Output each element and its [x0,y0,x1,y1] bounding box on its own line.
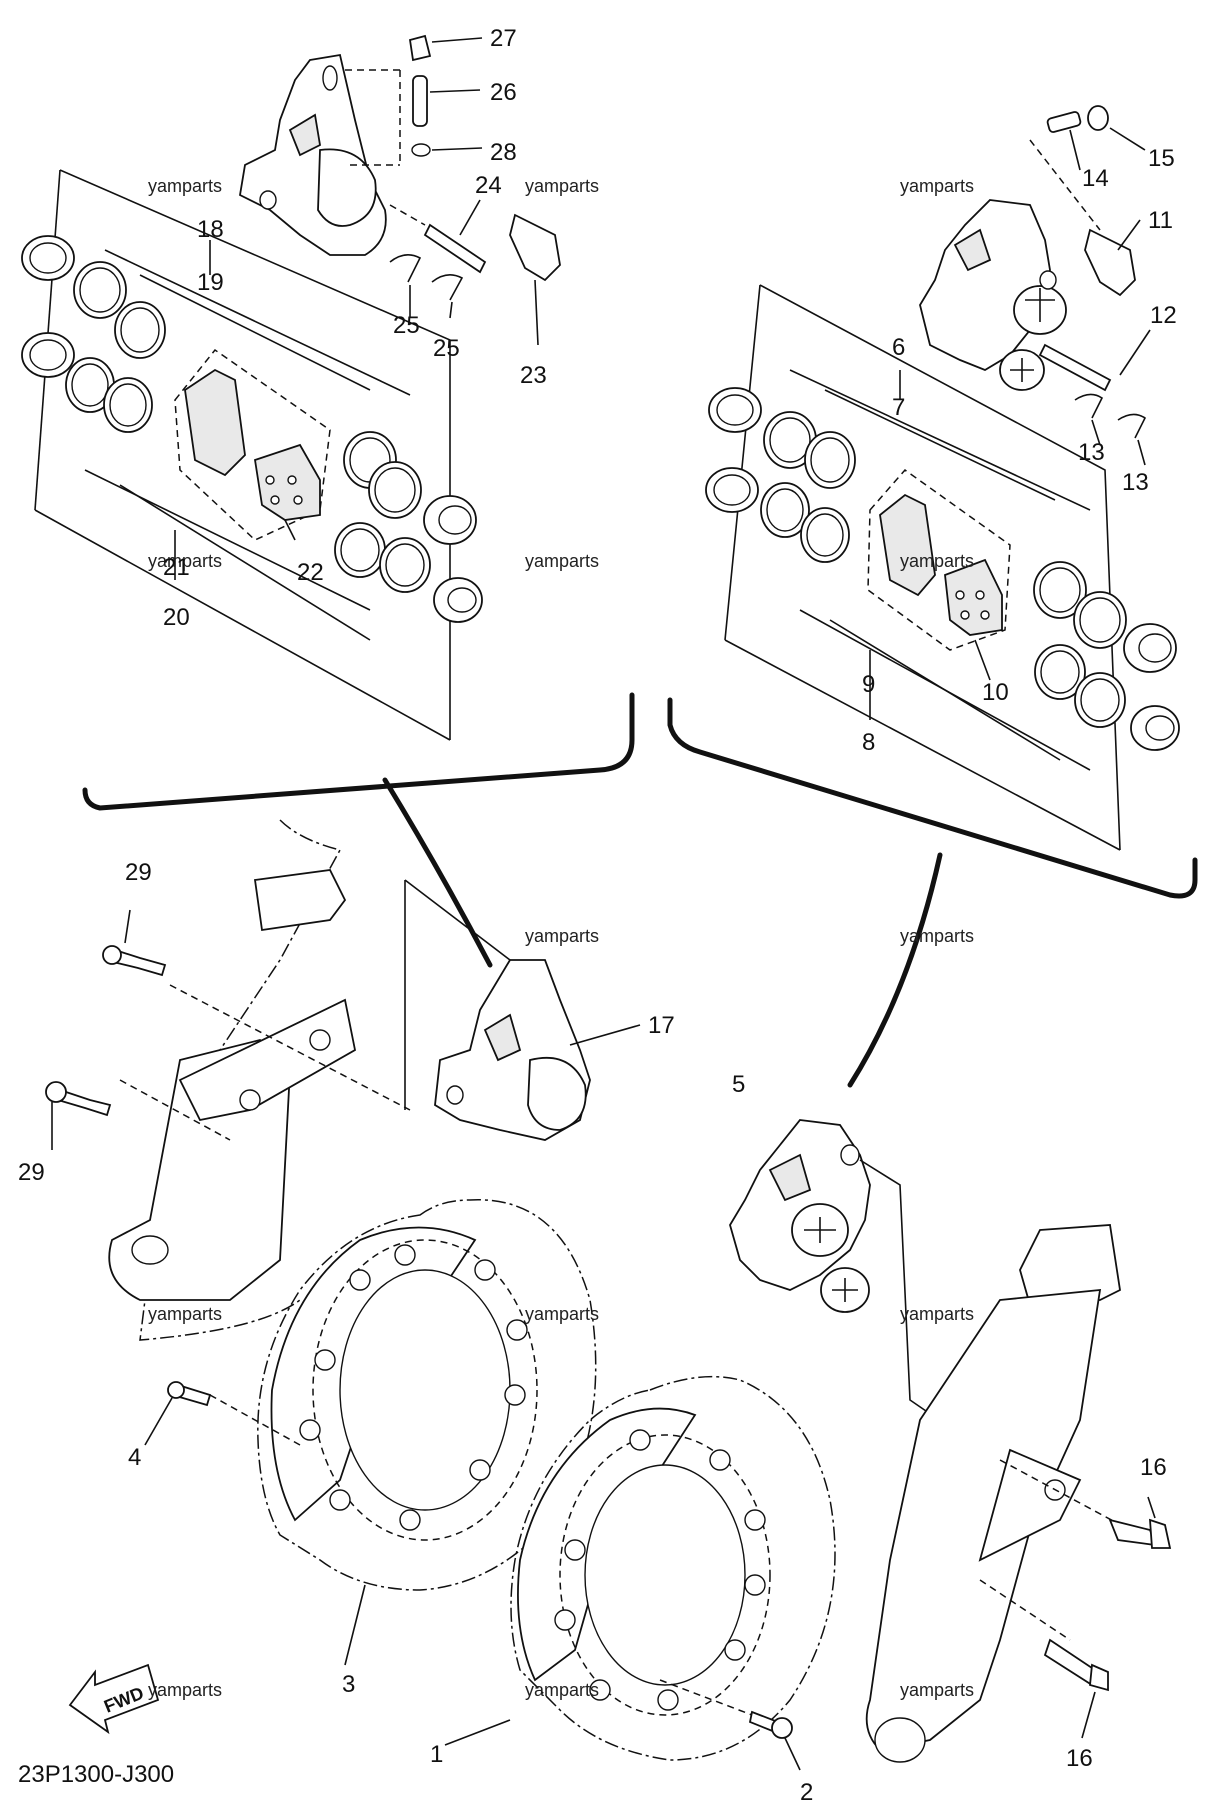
right-caliper-inset [667,105,1198,1088]
callout-12: 12 [1150,302,1177,329]
watermark-text: yamparts [900,551,974,571]
right-caliper-assembled [729,1119,991,1456]
right-brake-pads [867,468,1011,651]
callout-1: 1 [430,1741,443,1768]
caliper-body-left [239,53,387,256]
callout-2: 2 [800,1779,813,1806]
right-pistons-seals [705,387,1180,751]
callout-22: 22 [297,559,324,586]
right-small-parts [1029,105,1147,439]
callout-numbers: 27 26 28 24 18 19 25 25 23 21 22 20 14 1… [18,25,1177,1806]
watermarks: yamparts yamparts yamparts yamparts yamp… [148,176,974,1700]
callout-24: 24 [475,172,502,199]
callout-29a: 29 [125,859,152,886]
callout-25a: 25 [393,312,420,339]
callout-19: 19 [197,269,224,296]
left-brake-disc [257,1199,597,1666]
right-brake-disc [444,1375,836,1761]
left-caliper-assembled [404,879,641,1141]
caliper-body-right [919,199,1067,391]
callout-28: 28 [490,139,517,166]
watermark-text: yamparts [525,176,599,196]
watermark-text: yamparts [148,1680,222,1700]
callout-5: 5 [732,1071,745,1098]
callout-27: 27 [490,25,517,52]
watermark-text: yamparts [525,926,599,946]
callout-15: 15 [1148,145,1175,172]
callout-6: 6 [892,334,905,361]
left-pistons-seals [21,235,483,623]
left-fork-assembly [108,819,411,1341]
callout-10: 10 [982,679,1009,706]
callout-13a: 13 [1078,439,1105,466]
callout-25b: 25 [433,335,460,362]
callout-14: 14 [1082,165,1109,192]
callout-4: 4 [128,1444,141,1471]
callout-16b: 16 [1066,1745,1093,1772]
watermark-text: yamparts [148,1304,222,1324]
callout-20: 20 [163,604,190,631]
callout-11: 11 [1148,207,1173,234]
callout-23: 23 [520,362,547,389]
left-leader-lines [174,37,539,580]
left-small-parts [345,34,561,301]
fwd-arrow-icon: FWD [68,1663,160,1735]
callout-8: 8 [862,729,875,756]
right-fork-assembly [865,1224,1172,1763]
watermark-text: yamparts [525,1304,599,1324]
callout-21: 21 [163,554,190,581]
callout-26: 26 [490,79,517,106]
callout-29b: 29 [18,1159,45,1186]
callout-13b: 13 [1122,469,1149,496]
callout-18: 18 [197,216,224,243]
right-leader-lines [869,127,1151,720]
callout-7: 7 [892,394,905,421]
callout-3: 3 [342,1671,355,1698]
watermark-text: yamparts [900,926,974,946]
watermark-text: yamparts [900,176,974,196]
callout-9: 9 [862,671,875,698]
bolts-29-4-2 [45,909,801,1771]
watermark-text: yamparts [525,1680,599,1700]
watermark-text: yamparts [525,551,599,571]
callout-16a: 16 [1140,1454,1167,1481]
left-brake-pads [174,348,331,541]
callout-17: 17 [648,1012,675,1039]
watermark-text: yamparts [900,1680,974,1700]
watermark-text: yamparts [148,551,222,571]
watermark-text: yamparts [148,176,222,196]
left-caliper-inset [21,34,635,968]
watermark-text: yamparts [900,1304,974,1324]
diagram-code: 23P1300-J300 [18,1761,174,1788]
